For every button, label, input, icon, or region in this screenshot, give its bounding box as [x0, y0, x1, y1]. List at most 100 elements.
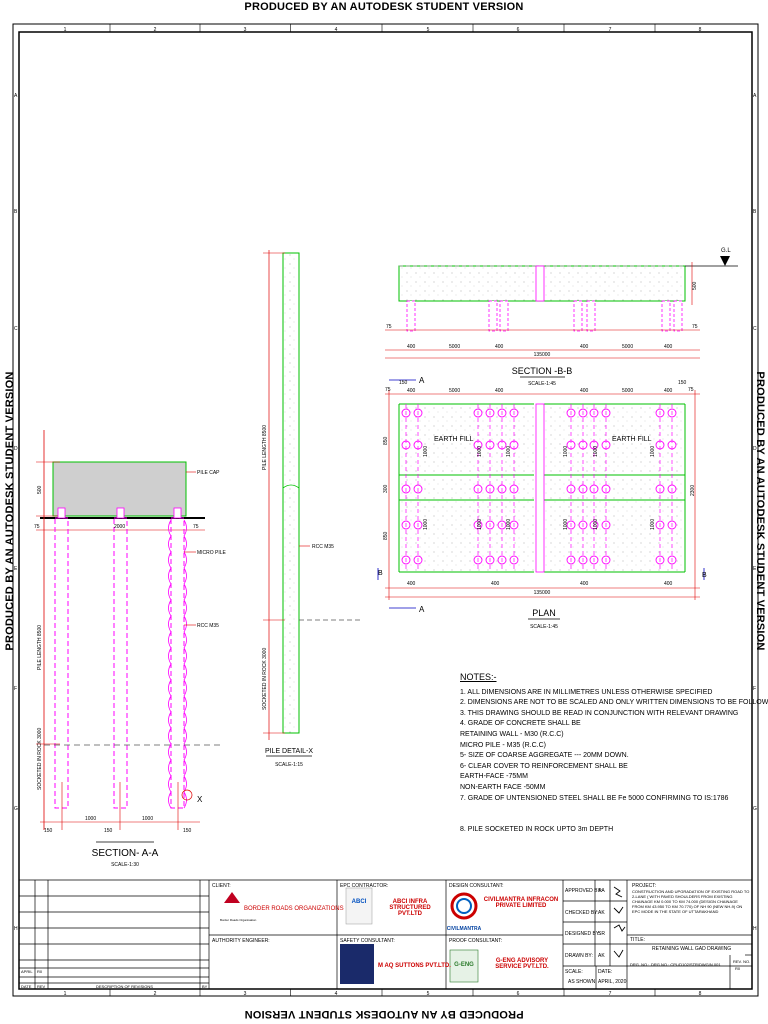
plan-v1000: 1000 [563, 519, 569, 530]
section-bb: 500 75 75 400 5000 400 400 5000 400 1350… [385, 248, 738, 387]
drawn-by-init: AK [598, 953, 605, 959]
plan: EARTH FILL EARTH FILL A A B B 75 150 400… [377, 376, 707, 630]
plan-v1000: 1000 [506, 519, 512, 530]
grid-row-label: B [753, 209, 757, 215]
abci-logo [345, 887, 373, 925]
plan-label-b-left: B [378, 570, 383, 577]
plan-v1000: 1000 [563, 446, 569, 457]
pile-detail-title: PILE DETAIL-X [265, 748, 313, 755]
checked-by-label: CHECKED BY: [565, 910, 599, 916]
grid-col-label: 8 [699, 991, 702, 997]
safety-name: M AQ SUTTONS PVT.LTD. [378, 963, 451, 969]
design-label: DESIGN CONSULTANT: [449, 883, 504, 889]
plan-title: PLAN [532, 608, 556, 618]
plan-t5000b: 5000 [622, 388, 633, 394]
maq-logo [340, 944, 374, 984]
grid-col-label: 4 [335, 27, 338, 33]
client-label: CLIENT: [212, 883, 231, 889]
plan-t400a: 400 [407, 388, 416, 394]
plan-earth-fill-right: EARTH FILL [612, 436, 652, 443]
pile-head [57, 507, 66, 519]
dim-mid: 2000 [114, 524, 125, 530]
bb-d400a: 400 [407, 344, 416, 350]
note-line: 3. THIS DRAWING SHOULD BE READ IN CONJUN… [460, 709, 739, 717]
inner-border [18, 31, 753, 990]
note-line: 7. GRADE OF UNTENSIONED STEEL SHALL BE F… [460, 794, 729, 802]
pile-detail-x: RCC M35 PILE LENGTH 8500 SOCKETED IN ROC… [262, 250, 360, 768]
section-aa-scale: SCALE-1:30 [111, 862, 139, 868]
civilmantra-logo-icon [450, 892, 478, 920]
dim-edge-left: 75 [34, 524, 40, 530]
plan-t400c: 400 [580, 388, 589, 394]
bb-total: 135000 [534, 352, 551, 358]
rev-row-date: APRIL [21, 969, 33, 974]
plan-piles [401, 404, 677, 572]
grid-col-label: 8 [699, 27, 702, 33]
safety-label: SAFETY CONSULTANT: [340, 938, 395, 944]
plan-b400a: 400 [407, 581, 416, 587]
grid-row-label: F [14, 686, 17, 692]
grid-row-label: D [14, 446, 18, 452]
drawn-by-label: DRAWN BY: [565, 953, 593, 959]
note-line: MICRO PILE - M35 (R.C.C) [460, 741, 546, 749]
drg-label: DRG. NO.: [630, 962, 650, 967]
note-line [460, 804, 760, 815]
section-bb-title: SECTION -B-B [512, 366, 573, 376]
gl-marker [720, 256, 730, 266]
plan-v300: 300 [383, 484, 389, 493]
grid-row-label: E [14, 566, 18, 572]
design-name: CIVILMANTRA INFRACON PRIVATE LIMITED [483, 897, 559, 909]
pile-head [116, 507, 125, 519]
notes-title: NOTES:- [460, 672, 497, 682]
civilmantra-logo-text: CIVILMANTRA [447, 926, 482, 932]
note-line: 8. PILE SOCKETED IN ROCK UPTO 3m DEPTH [460, 826, 614, 834]
grid-row-label: D [753, 446, 757, 452]
plan-b400d: 400 [664, 581, 673, 587]
plan-v850a: 850 [383, 436, 389, 445]
plan-t400d: 400 [664, 388, 673, 394]
plan-t150b: 150 [678, 380, 687, 386]
bb-d5000b: 5000 [622, 344, 633, 350]
rev-hdr-rev: REV [37, 984, 46, 989]
section-bb-scale: SCALE-1:45 [528, 381, 556, 387]
dim-edge-right: 75 [193, 524, 199, 530]
label-pile-cap: PILE CAP [197, 470, 220, 476]
checked-by-init: AK [598, 910, 605, 916]
pile-wavy-edge [168, 519, 172, 809]
title-block-logos: ABCI CIVILMANTRA G-ENG [224, 886, 626, 984]
dim-b2: 1000 [85, 816, 96, 822]
signature-icon [613, 886, 623, 898]
designed-by-init: SR [598, 931, 605, 937]
plan-joint [535, 403, 545, 573]
plan-v2300: 2300 [690, 485, 696, 496]
dim-b3: 150 [104, 828, 113, 834]
grid-row-label: B [14, 209, 18, 215]
scale-label: SCALE: [565, 969, 583, 975]
client-name: BORDER ROADS ORGANIZATIONS [244, 906, 344, 912]
bb-piles [406, 300, 683, 332]
grid-row-label: C [753, 326, 757, 332]
plan-v1000: 1000 [506, 446, 512, 457]
approved-by-init: AA [598, 888, 605, 894]
date-label: DATE: [598, 969, 613, 975]
bb-pile [488, 300, 498, 332]
note-line: 1. ALL DIMENSIONS ARE IN MILLIMETRES UNL… [460, 688, 713, 696]
note-line: 2. DIMENSIONS ARE NOT TO BE SCALED AND O… [460, 699, 768, 707]
project-desc: CONSTRUCTION AND UPGRADATION OF EXISTING… [632, 889, 750, 914]
title-label: TITLE: [630, 937, 646, 943]
watermark-top: PRODUCED BY AN AUTODESK STUDENT VERSION [244, 1, 524, 13]
abci-logo-text: ABCI [352, 899, 367, 905]
rev-label: REV. NO. [733, 959, 751, 964]
grid-row-label: F [753, 686, 756, 692]
signature-icon [613, 949, 624, 958]
bb-edge-right: 75 [692, 324, 698, 330]
note-line: RETAINING WALL - M30 (R.C.C) [460, 730, 564, 738]
plan-earth-fill-left: EARTH FILL [434, 436, 474, 443]
plan-total: 135000 [534, 590, 551, 596]
grid-col-label: 4 [335, 991, 338, 997]
dim-b4: 1000 [142, 816, 153, 822]
plan-b400b: 400 [491, 581, 500, 587]
micro-pile [170, 517, 185, 809]
